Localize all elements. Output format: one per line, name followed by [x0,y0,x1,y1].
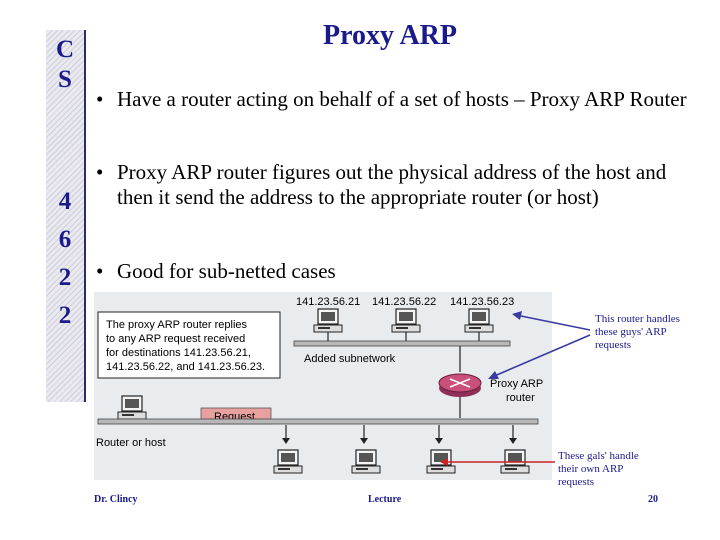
host-computer-icon [273,449,303,474]
proxy-router-label: Proxy ARP [490,378,543,390]
page-number: 20 [648,494,658,505]
hosts-handle-note: These gals' handle their own ARP request… [558,450,639,488]
ip-label: 141.23.56.21 [296,296,360,308]
caption-box [97,311,281,379]
router-handles-note: This router handles these guys' ARP requ… [595,313,680,351]
ip-label: 141.23.56.23 [450,296,514,308]
router-or-host-label: Router or host [96,437,166,449]
host-computer-icon [500,449,530,474]
bullet-item: • Have a router acting on behalf of a set… [96,87,707,112]
bullet-text: Good for sub-netted cases [117,259,336,283]
proxy-router-label: router [506,392,535,404]
slide-title: Proxy ARP [322,20,458,51]
host-computer-icon [351,449,381,474]
caption-line: 141.23.56.22, and 141.23.56.23. [106,361,265,373]
caption-line: to any ARP request received [106,333,245,345]
router-or-host-computer-icon [117,395,147,420]
bullet-item: • Good for sub-netted cases [96,259,707,284]
footer-center: Lecture [368,494,402,505]
ip-label: 141.23.56.22 [372,296,436,308]
sidebar-letter: S [58,66,72,93]
sidebar-letter: 2 [58,264,72,291]
footer-author: Dr. Clincy [94,494,138,505]
bullet-marker: • [96,87,104,111]
proxy-arp-diagram: 141.23.56.21 141.23.56.22 141.23.56.23 A… [94,292,552,480]
main-network-bus [97,418,539,425]
course-code-sidebar: C S 4 6 2 2 [46,30,86,402]
bullet-marker: • [96,160,104,184]
host-computer-icon [464,308,494,333]
host-computer-icon [426,449,456,474]
caption-line: The proxy ARP router replies [106,319,248,331]
sidebar-letter: 4 [58,188,72,215]
sidebar-letter: C [55,36,75,63]
bullet-text: Proxy ARP router figures out the physica… [117,160,667,209]
diagram-canvas: 141.23.56.21 141.23.56.22 141.23.56.23 A… [96,296,543,474]
sidebar-letter: 6 [58,226,72,253]
bullet-marker: • [96,259,104,283]
added-subnetwork-bus [293,340,511,347]
bullet-item: • Proxy ARP router figures out the physic… [96,160,707,210]
sidebar-letter: 2 [58,302,72,329]
bullet-text: Have a router acting on behalf of a set … [117,87,687,111]
host-computer-icon [313,308,343,333]
host-computer-icon [391,308,421,333]
caption-line: for destinations 141.23.56.21, [106,347,251,359]
added-subnetwork-label: Added subnetwork [304,353,396,365]
